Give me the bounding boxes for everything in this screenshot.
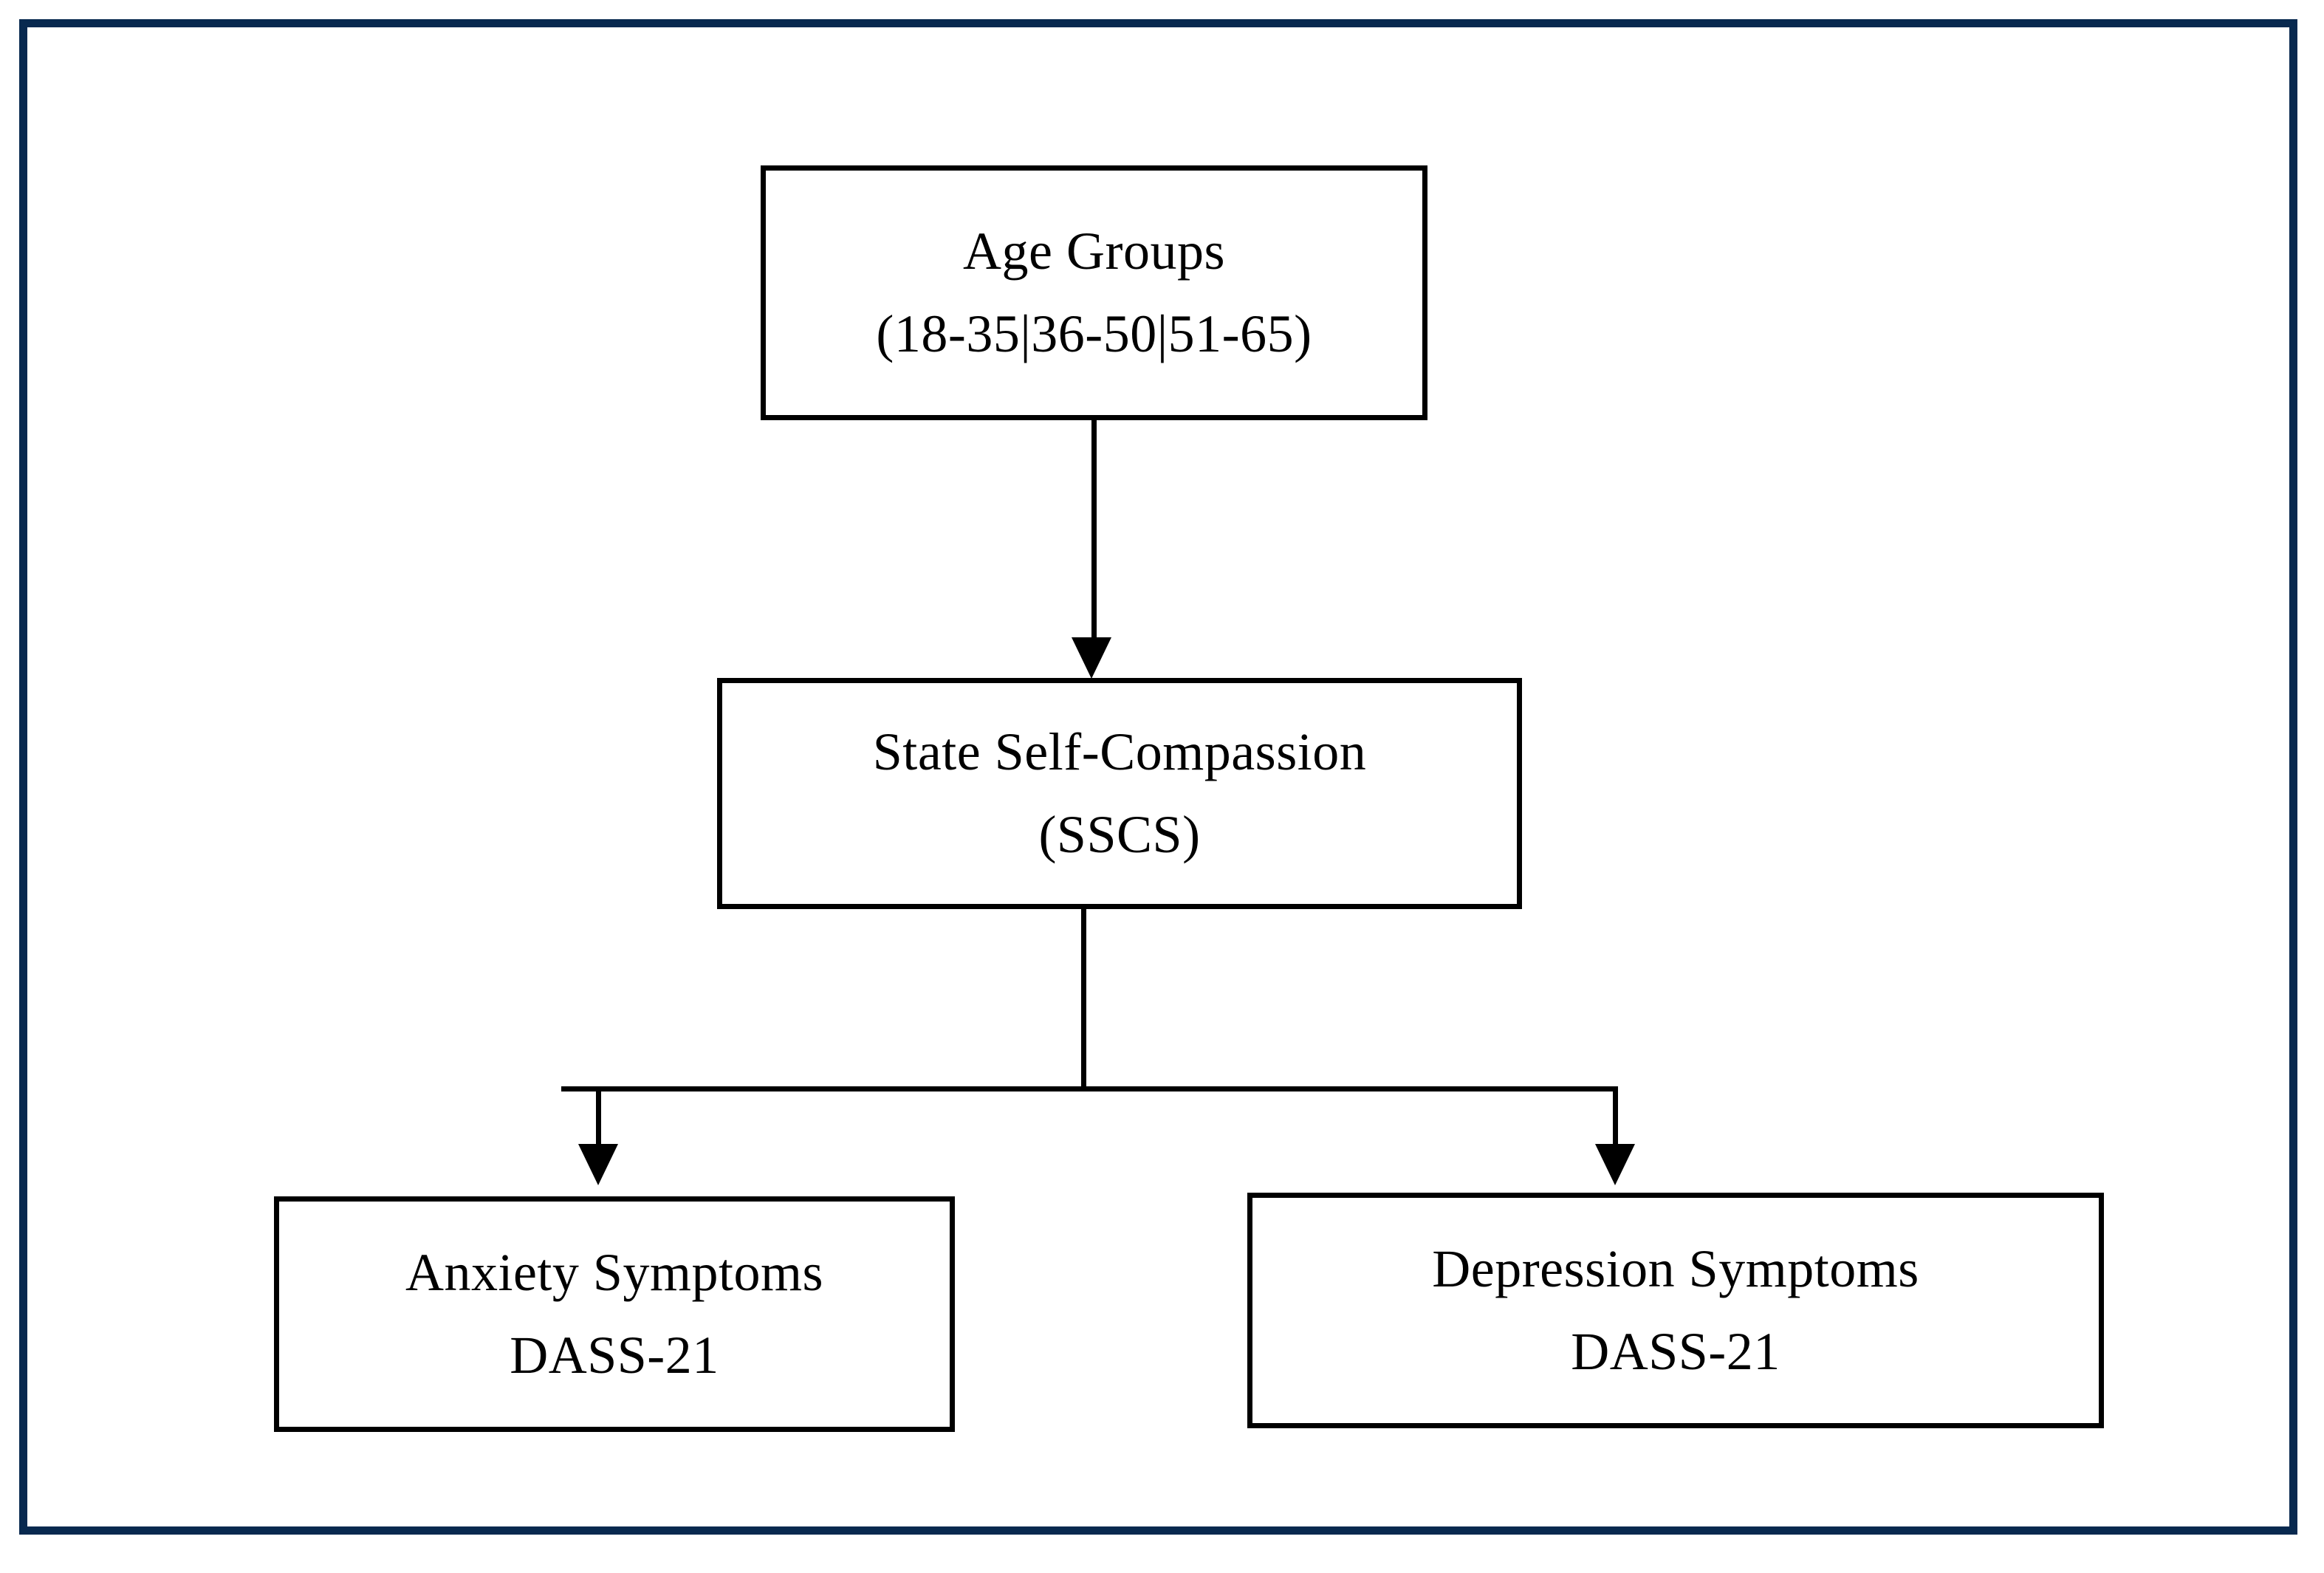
connector-age-to-sscs-arrowhead-icon	[1072, 637, 1111, 679]
node-depression-title: Depression Symptoms	[1432, 1238, 1919, 1298]
node-state-self-compassion: State Self-Compassion (SSCS)	[717, 678, 1522, 909]
node-sscs-title: State Self-Compassion	[872, 722, 1367, 781]
node-sscs-subtitle: (SSCS)	[1038, 804, 1201, 864]
connector-sscs-branch-stem	[1081, 909, 1086, 1091]
connector-sscs-to-anxiety-arrowhead-icon	[578, 1144, 618, 1185]
node-age-groups-subtitle: (18-35|36-50|51-65)	[876, 304, 1312, 363]
connector-sscs-to-depression-line	[1613, 1086, 1618, 1148]
node-age-groups: Age Groups (18-35|36-50|51-65)	[761, 165, 1427, 420]
node-depression-subtitle: DASS-21	[1571, 1321, 1780, 1381]
connector-age-to-sscs-line	[1091, 420, 1097, 642]
connector-sscs-branch-bar	[561, 1086, 1618, 1091]
node-anxiety-symptoms: Anxiety Symptoms DASS-21	[274, 1196, 955, 1432]
node-age-groups-title: Age Groups	[963, 221, 1225, 281]
node-anxiety-title: Anxiety Symptoms	[405, 1242, 824, 1302]
figure-outer-frame: Age Groups (18-35|36-50|51-65) State Sel…	[19, 19, 2297, 1535]
node-depression-symptoms: Depression Symptoms DASS-21	[1247, 1193, 2104, 1428]
node-anxiety-subtitle: DASS-21	[510, 1325, 719, 1385]
connector-sscs-to-depression-arrowhead-icon	[1595, 1144, 1635, 1185]
connector-sscs-to-anxiety-line	[596, 1086, 601, 1148]
